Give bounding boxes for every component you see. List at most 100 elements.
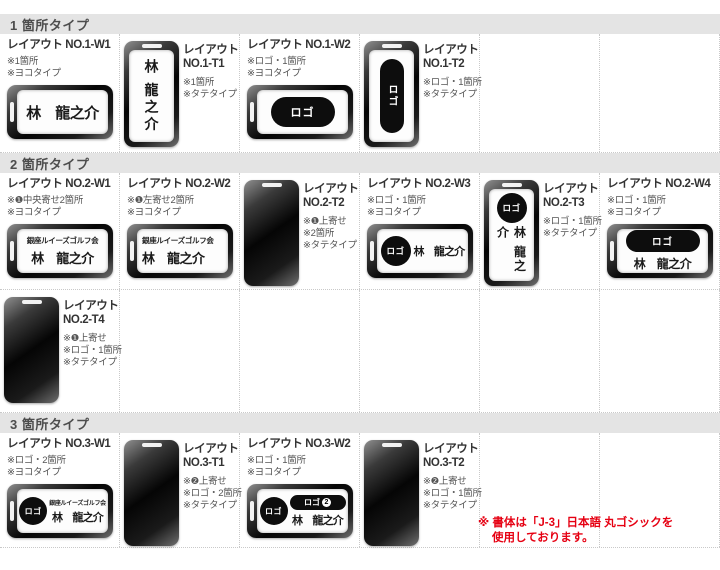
layout-note: ※❷上寄せ [423, 475, 467, 487]
empty-cell [360, 290, 480, 412]
layout-note: ※ロゴ・1箇所 [423, 487, 482, 499]
strap-slot [21, 300, 42, 304]
plate-face: ロゴ [257, 90, 348, 135]
layout-note: ※ヨコタイプ [247, 467, 301, 479]
font-note: ※ 書体は「J-3」日本語 丸ゴシックを 使用しております。 [478, 516, 673, 546]
layout-cell-no3-t2: ロゴ 林 龍之介 ロゴ 2 レイアウト NO.3-T2 ※❷上寄せ ※ロゴ・1箇… [360, 433, 482, 547]
layout-title: NO.3-T1 [183, 456, 225, 469]
font-note-line2: 使用しております。 [492, 531, 594, 544]
nameplate-vertical: 林 龍之介 銀座ルイーズゴルフ会 [244, 180, 299, 286]
plate-face: 林 龍之介 [129, 50, 174, 142]
logo-text: ロゴ [265, 506, 282, 516]
layout-note: ※❶中央寄せ2箇所 [7, 194, 84, 206]
layout-title: レイアウト NO.3-W2 [247, 438, 351, 450]
layout-note: ※タテタイプ [543, 227, 597, 239]
layout-note: ※1箇所 [183, 76, 215, 88]
layout-note: ※ロゴ・1箇所 [247, 55, 306, 67]
layout-note: ※ロゴ・2箇所 [7, 454, 66, 466]
layout-cell-no1-t2: ロゴ レイアウト NO.1-T2 ※ロゴ・1箇所 ※タテタイプ [360, 34, 482, 152]
section-header-1: 1 箇所タイプ [0, 14, 720, 34]
layout-cell-no2-w1: レイアウト NO.2-W1 ※❶中央寄せ2箇所 ※ヨコタイプ 銀座ルイーズゴルフ… [0, 173, 120, 289]
plate-face: ロゴ 林 龍之介 [489, 189, 534, 281]
layout-note: ※❷上寄せ [183, 475, 227, 487]
plate-face: 林 龍之介 [17, 90, 108, 135]
nameplate-horizontal: ロゴ 銀座ルイーズゴルフ会 林 龍之介 [7, 484, 113, 539]
layout-note: ※ヨコタイプ [7, 467, 61, 479]
nameplate-vertical: ロゴ 林 龍之介 銀座ルイーズゴルフ会 [124, 440, 179, 546]
name-text: 林 龍之介 [26, 104, 99, 122]
layout-cell-no1-t1: 林 龍之介 レイアウト NO.1-T1 ※1箇所 ※タテタイプ [120, 34, 240, 152]
layout-cell-no2-t4: 林 龍之介 ロゴ レイアウト NO.2-T4 ※❶上寄せ ※ロゴ・1箇所 ※タテ… [0, 290, 122, 412]
logo-circle: ロゴ [496, 193, 527, 223]
nameplate-horizontal: 林 龍之介 [7, 85, 113, 140]
layout-cell-no3-t1: ロゴ 林 龍之介 銀座ルイーズゴルフ会 レイアウト NO.3-T1 ※❷上寄せ … [120, 433, 242, 547]
layout-title: レイアウト NO.2-W2 [127, 178, 231, 190]
layout-note: ※1箇所 [7, 55, 39, 67]
layout-title: レイアウト NO.2-W4 [607, 178, 711, 190]
layout-note: ※タテタイプ [63, 357, 117, 369]
name-text: 林 龍之介 [292, 514, 344, 527]
layout-title: NO.2-T4 [63, 313, 105, 326]
plate-face: ロゴ [369, 50, 414, 142]
name-text: 林 龍之介 [51, 511, 104, 524]
plate-face: 銀座ルイーズゴルフ会 林 龍之介 [17, 229, 108, 274]
layout-cell-no3-w1: レイアウト NO.3-W1 ※ロゴ・2箇所 ※ヨコタイプ ロゴ 銀座ルイーズゴル… [0, 433, 120, 547]
name-text: 林 龍之介 [31, 251, 94, 267]
empty-cell [240, 290, 360, 412]
strap-slot [370, 241, 374, 262]
nameplate-horizontal: ロゴ 林 龍之介 [367, 224, 473, 279]
name-text: 林 龍之介 [413, 246, 466, 259]
empty-cell [600, 290, 720, 412]
layout-note: ※❶上寄せ [303, 215, 347, 227]
logo-text: ロゴ [386, 84, 397, 108]
name-text: 林 龍之介 [142, 251, 205, 267]
logo-text: ロゴ [502, 203, 521, 213]
layout-note: ※タテタイプ [423, 500, 477, 512]
empty-cell [120, 290, 240, 412]
club-name-text: 銀座ルイーズゴルフ会 [26, 236, 99, 246]
nameplate-vertical: 林 龍之介 [124, 41, 179, 147]
layout-note: ※ヨコタイプ [367, 207, 421, 219]
club-name-text: 銀座ルイーズゴルフ会 [142, 236, 214, 246]
layout-note: ※タテタイプ [183, 88, 237, 100]
layout-note: ※ロゴ・2箇所 [183, 487, 242, 499]
layout-note: ※ロゴ・1箇所 [367, 194, 426, 206]
layout-note: ※ヨコタイプ [607, 207, 661, 219]
layout-note: ※❶上寄せ [63, 332, 107, 344]
logo-pill: ロゴ [379, 59, 404, 133]
layout-title: NO.1-T2 [423, 57, 465, 70]
logo2-badge: 2 [322, 497, 331, 507]
font-note-line1: ※ 書体は「J-3」日本語 丸ゴシックを [478, 517, 674, 529]
section-header-2: 2 箇所タイプ [0, 153, 720, 173]
nameplate-horizontal: 銀座ルイーズゴルフ会 林 龍之介 [7, 224, 113, 279]
layout-title: レイアウト [183, 44, 239, 56]
logo-text: ロゴ [651, 237, 673, 249]
layout-title: NO.3-T2 [423, 456, 465, 469]
layout-title: レイアウト [303, 183, 359, 195]
strap-slot [501, 183, 522, 187]
layout-note: ※タテタイプ [423, 88, 477, 100]
nameplate-vertical: ロゴ 林 龍之介 ロゴ 2 [364, 440, 419, 546]
layout-note: ※ロゴ・1箇所 [247, 454, 306, 466]
layout-cell-no1-w1: レイアウト NO.1-W1 ※1箇所 ※ヨコタイプ 林 龍之介 [0, 34, 120, 152]
empty-cell [480, 34, 600, 152]
layout-title: レイアウト [423, 44, 479, 56]
strap-slot [10, 241, 14, 262]
layout-title: レイアウト NO.2-W3 [367, 178, 471, 190]
club-name-text: 銀座ルイーズゴルフ会 [49, 500, 106, 507]
row-1: レイアウト NO.1-W1 ※1箇所 ※ヨコタイプ 林 龍之介 林 龍之介 レイ… [0, 34, 720, 153]
strap-slot [261, 183, 282, 187]
section-header-label: 3 箇所タイプ [10, 416, 90, 432]
plate-face: ロゴ 林 龍之介 [377, 229, 468, 274]
strap-slot [250, 102, 254, 123]
layout-cell-no2-t2: 林 龍之介 銀座ルイーズゴルフ会 レイアウト NO.2-T2 ※❶上寄せ ※2箇… [240, 173, 360, 289]
nameplate-horizontal: ロゴ ロゴ 2 林 龍之介 [247, 484, 353, 539]
layout-note: ※ロゴ・1箇所 [543, 215, 602, 227]
layout-note: ※❶左寄せ2箇所 [127, 194, 194, 206]
strap-slot [141, 443, 162, 447]
logo-pill: ロゴ [625, 230, 700, 253]
strap-slot [130, 241, 134, 262]
layout-cell-no2-w4: レイアウト NO.2-W4 ※ロゴ・1箇所 ※ヨコタイプ ロゴ 林 龍之介 [600, 173, 720, 289]
layout-note: ※ロゴ・1箇所 [63, 344, 122, 356]
